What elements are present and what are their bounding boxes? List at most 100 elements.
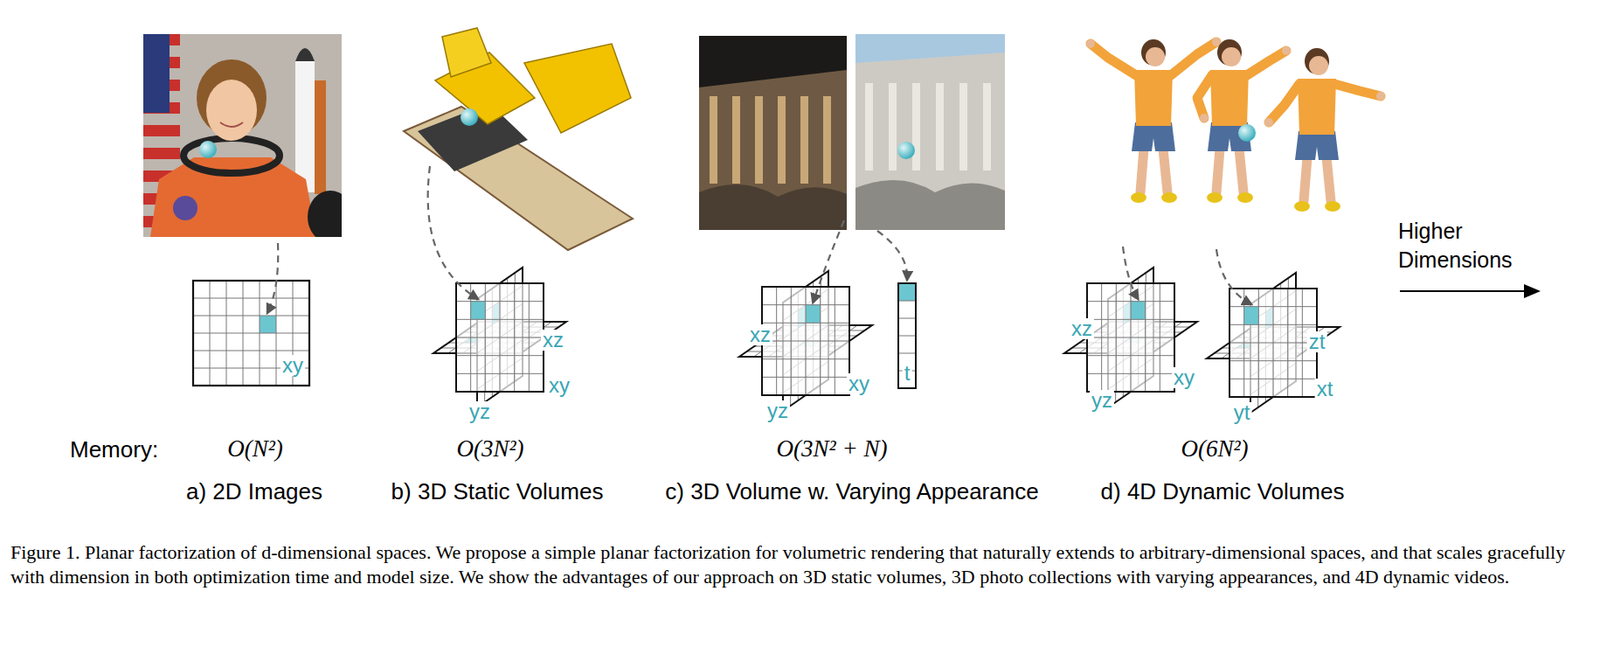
shuttle-tank (314, 80, 326, 194)
column (732, 96, 741, 184)
rocks (699, 184, 847, 230)
arm (1268, 83, 1300, 123)
plane-face (761, 286, 850, 395)
tri-plane-grid (1064, 267, 1198, 408)
hand (1199, 113, 1209, 123)
figure-caption: Figure 1. Planar factorization of d-dime… (10, 540, 1584, 589)
leg (1326, 157, 1331, 201)
sweater (1210, 69, 1249, 126)
plane-label: yt (1232, 401, 1253, 423)
hand (1376, 91, 1386, 101)
helmet (307, 190, 342, 237)
grid-line (193, 297, 310, 299)
hand (1281, 46, 1291, 56)
column (912, 83, 921, 171)
grid-line (456, 318, 544, 320)
plane-label: xz (540, 329, 566, 351)
facade (699, 69, 847, 230)
head (1309, 55, 1329, 76)
memory-heading: Memory: (69, 436, 159, 463)
feature-cell (259, 315, 277, 333)
sample-point (897, 141, 915, 160)
feature-cell (470, 301, 486, 320)
face (206, 79, 257, 141)
flag-stripe (143, 124, 181, 137)
grid-line (528, 283, 530, 392)
grid-line (819, 286, 821, 395)
grid-line (1087, 300, 1175, 302)
column (983, 83, 991, 171)
feature-cell (1130, 301, 1146, 320)
plane-label: yz (765, 400, 790, 422)
projection-arrow (1216, 249, 1252, 305)
memory-complexity: O(N²) (227, 436, 284, 463)
leg (1163, 148, 1168, 193)
grid-line (898, 318, 916, 319)
day-photo (855, 34, 1005, 230)
plane-outline (456, 283, 544, 392)
tracks (417, 103, 528, 172)
flag-stripe (143, 147, 181, 160)
grid-line (1302, 288, 1303, 397)
vector-face (898, 283, 916, 388)
leg (1140, 148, 1144, 193)
memory-complexity: O(6N²) (1180, 436, 1248, 463)
grid-line (456, 337, 544, 339)
feature-cell (898, 283, 916, 301)
plane-label: xy (280, 354, 305, 376)
arm (1170, 41, 1217, 76)
dimension-arrow (1399, 290, 1528, 292)
plane-outline (1087, 283, 1175, 392)
grid-line (1087, 337, 1175, 339)
axis-note: Higher Dimensions (1398, 216, 1538, 274)
xy-plane (1087, 283, 1175, 392)
time-vector (898, 283, 916, 388)
grid-line (761, 304, 850, 305)
arm (1334, 83, 1381, 97)
space-suit (150, 157, 317, 237)
projection-arrow (428, 166, 478, 299)
head (1221, 47, 1241, 67)
grid-line (456, 300, 544, 302)
cabin (442, 27, 492, 77)
column (800, 96, 809, 184)
grid-line (1229, 324, 1317, 326)
grid-line (1087, 318, 1175, 320)
grid-line (1287, 288, 1289, 397)
head (1145, 47, 1165, 67)
sweater (1134, 69, 1173, 126)
plane-label: yz (467, 401, 492, 423)
panel-caption: c) 3D Volume w. Varying Appearance (664, 478, 1039, 505)
plane-face (456, 283, 544, 392)
column (935, 83, 944, 171)
column (823, 96, 832, 184)
grid-line (193, 350, 310, 352)
shorts (1295, 131, 1339, 160)
grid-line (1229, 342, 1317, 344)
lego-bulldozer (403, 27, 633, 250)
arm (1197, 75, 1213, 118)
plane-label: xy (846, 373, 872, 395)
memory-complexity: O(3N²) (456, 436, 524, 463)
plane-label: xy (547, 374, 572, 396)
grid-line (1159, 283, 1161, 392)
grid-line (834, 286, 836, 395)
grid-line (1229, 305, 1317, 307)
facade (855, 52, 1005, 230)
shorts (1131, 122, 1176, 152)
sky (855, 34, 1005, 230)
leg (1216, 148, 1220, 193)
feature-cell (1244, 306, 1260, 326)
column (888, 83, 897, 171)
grid-line (1144, 283, 1146, 392)
hand (1264, 117, 1274, 127)
plane-outline (761, 286, 850, 395)
grid-line (898, 353, 916, 354)
grid-line (898, 335, 916, 337)
column (709, 96, 718, 184)
hair (1304, 48, 1330, 75)
projection-arrow (1122, 246, 1138, 299)
night-photo (699, 35, 847, 230)
